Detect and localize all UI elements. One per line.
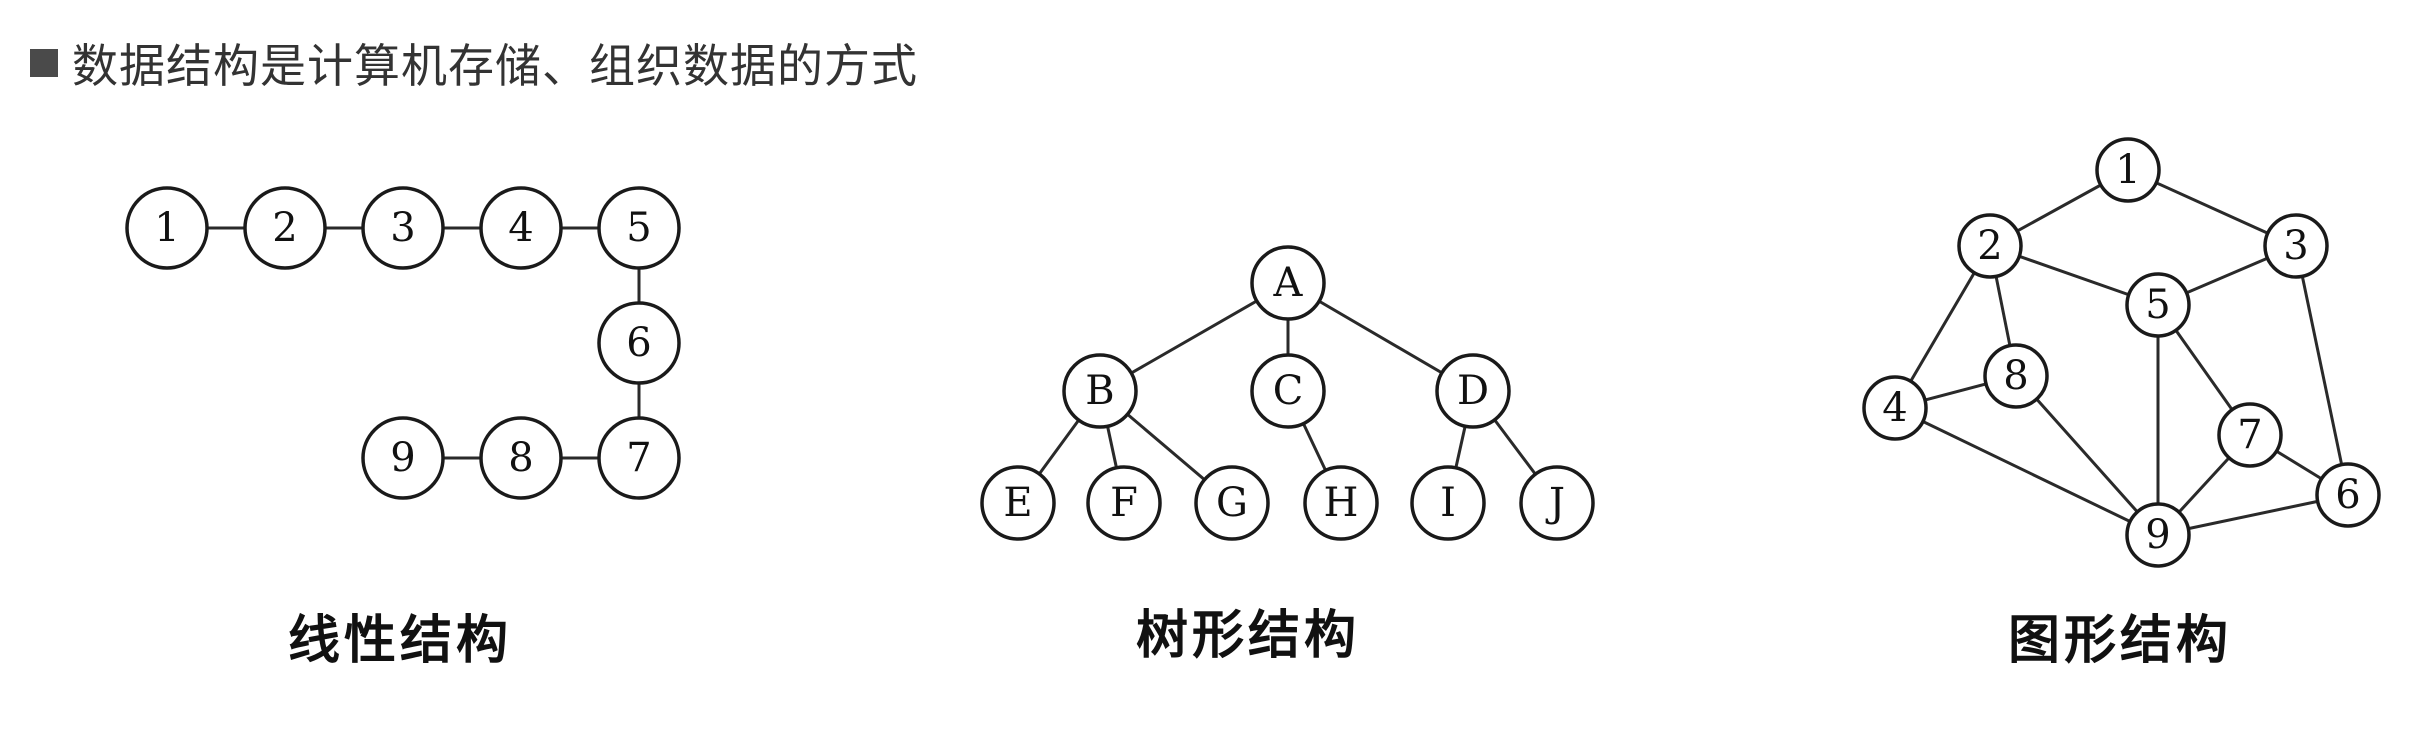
linear-node: 4 xyxy=(479,186,563,270)
linear-structure-caption: 线性结构 xyxy=(288,611,512,671)
tree-node: C xyxy=(1250,353,1326,429)
linear-node-label: 6 xyxy=(626,320,651,366)
graph-node: 2 xyxy=(1957,213,2023,279)
graph-node-label: 3 xyxy=(2283,223,2308,269)
graph-node: 5 xyxy=(2125,272,2191,338)
tree-node: H xyxy=(1303,465,1379,541)
graph-structure-caption: 图形结构 xyxy=(2008,611,2232,671)
graph-structure-diagram: 1 2 3 4 5 6 7 8 xyxy=(1862,137,2381,671)
tree-node-label: C xyxy=(1273,368,1304,414)
tree-node: J xyxy=(1519,465,1595,541)
graph-node: 7 xyxy=(2217,402,2283,468)
tree-node-label: F xyxy=(1110,480,1138,526)
linear-node-label: 2 xyxy=(272,205,297,251)
tree-node: D xyxy=(1435,353,1511,429)
graph-node: 9 xyxy=(2125,502,2191,568)
tree-node-label: B xyxy=(1085,368,1114,414)
graph-node-label: 5 xyxy=(2145,282,2170,328)
graph-node-label: 6 xyxy=(2335,472,2360,518)
graph-node-label: 9 xyxy=(2145,512,2170,558)
graph-node: 3 xyxy=(2263,213,2329,279)
tree-node: E xyxy=(980,465,1056,541)
tree-node-label: E xyxy=(1003,480,1032,526)
tree-node-label: G xyxy=(1216,480,1248,526)
linear-node-label: 9 xyxy=(390,435,415,481)
linear-node-label: 3 xyxy=(390,205,415,251)
graph-node: 6 xyxy=(2315,462,2381,528)
tree-node: A xyxy=(1250,245,1326,321)
linear-node-label: 5 xyxy=(626,205,651,251)
graph-node-label: 7 xyxy=(2237,412,2262,458)
linear-node: 1 xyxy=(125,186,209,270)
tree-node: B xyxy=(1062,353,1138,429)
linear-node: 7 xyxy=(597,416,681,500)
tree-node-label: D xyxy=(1457,368,1489,414)
linear-node: 8 xyxy=(479,416,563,500)
header: 数据结构是计算机存储、组织数据的方式 xyxy=(30,28,918,98)
graph-node-label: 1 xyxy=(2115,147,2140,193)
tree-structure-diagram: A B C D E F G H xyxy=(980,245,1595,666)
linear-node: 6 xyxy=(597,301,681,385)
linear-node-label: 1 xyxy=(154,205,179,251)
graph-node: 4 xyxy=(1862,375,1928,441)
page-title: 数据结构是计算机存储、组织数据的方式 xyxy=(72,39,918,93)
graph-node: 1 xyxy=(2095,137,2161,203)
tree-node-label: A xyxy=(1273,260,1304,306)
linear-node: 9 xyxy=(361,416,445,500)
graph-node-label: 2 xyxy=(1977,223,2002,269)
tree-node-label: J xyxy=(1545,480,1565,526)
tree-node: I xyxy=(1410,465,1486,541)
graph-node: 8 xyxy=(1983,343,2049,409)
tree-node-label: H xyxy=(1324,480,1359,526)
tree-node: F xyxy=(1086,465,1162,541)
graph-node-label: 4 xyxy=(1882,385,1907,431)
linear-node-label: 4 xyxy=(508,205,533,251)
linear-node: 3 xyxy=(361,186,445,270)
linear-node-label: 8 xyxy=(508,435,533,481)
square-bullet-icon xyxy=(30,49,58,77)
graph-node-label: 8 xyxy=(2003,353,2028,399)
linear-structure-diagram: 1 2 3 4 5 6 7 8 xyxy=(125,186,681,671)
linear-node: 2 xyxy=(243,186,327,270)
tree-node-label: I xyxy=(1440,480,1456,526)
linear-node: 5 xyxy=(597,186,681,270)
tree-node: G xyxy=(1194,465,1270,541)
tree-structure-caption: 树形结构 xyxy=(1136,606,1360,666)
linear-node-label: 7 xyxy=(626,435,651,481)
